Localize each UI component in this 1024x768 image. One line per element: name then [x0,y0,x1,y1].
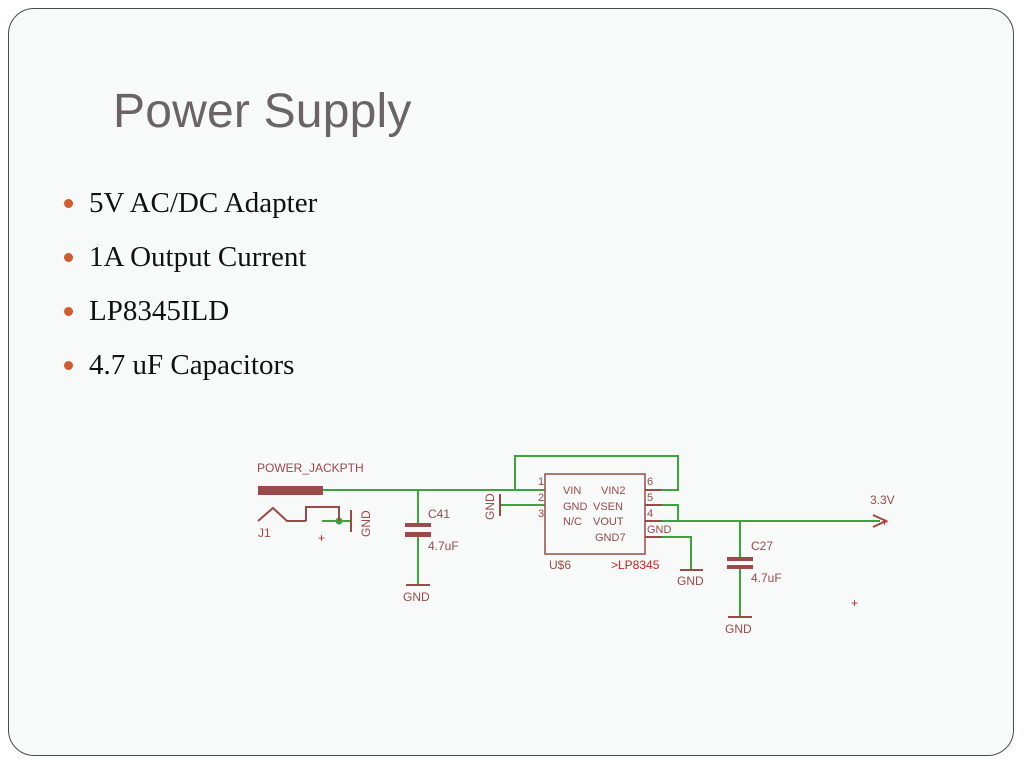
c27-name: C27 [751,539,773,553]
jack-symbol [257,506,306,522]
gnd7-wire [662,536,692,570]
ic-pin-vsen: VSEN [593,501,623,513]
ic-body [544,473,646,555]
ic-ref: U$6 [549,558,571,572]
capacitor-c27: C27 4.7uF GND [725,539,782,636]
ic-pin-nc: N/C [563,516,582,528]
ic-gnd-pin-label: GND [647,524,672,536]
c41-value: 4.7uF [428,539,459,553]
ic-value: >LP8345 [611,558,660,572]
gnd7-label: GND [677,574,704,588]
ic-gnd-label: GND [483,493,497,520]
output-label: 3.3V [870,493,895,507]
output-3v3: 3.3V + [870,493,895,529]
bullet-list: 5V AC/DC Adapter 1A Output Current LP834… [62,176,317,392]
jack-label: POWER_JACKPTH [257,461,364,475]
c41-name: C41 [428,507,450,521]
ic-pin-number: 4 [647,508,653,520]
bullet-item: 4.7 uF Capacitors [62,338,317,392]
jack-sleeve [305,506,340,521]
jack-ground-symbol: GND [350,510,373,537]
slide-title: Power Supply [113,85,412,138]
jack-plus: + [318,531,325,545]
c27-gnd-label: GND [725,622,752,636]
schematic-wires [322,455,880,617]
vin2-loop-wire [514,455,679,491]
ic-pin-number: 5 [647,492,653,504]
bullet-text: 5V AC/DC Adapter [89,187,318,219]
power-jack: POWER_JACKPTH J1 + [257,461,364,545]
output-arrow-icon [872,514,889,528]
bullet-item: 5V AC/DC Adapter [62,176,317,230]
ic-pin-vin2: VIN2 [601,485,625,497]
c41-gnd-label: GND [403,590,430,604]
jack-gnd-label: GND [359,510,373,537]
bullet-dot-icon [64,306,73,316]
ic-pin-number: 2 [538,492,544,504]
bullet-text: 1A Output Current [89,241,307,273]
ic-pin-vout: VOUT [593,516,624,528]
ic-pin-gnd: GND [563,501,588,513]
bullet-dot-icon [64,360,73,370]
bullet-text: LP8345ILD [89,295,230,327]
bullet-item: 1A Output Current [62,230,317,284]
bullet-text: 4.7 uF Capacitors [89,349,295,381]
ic-ground-symbol: GND [483,493,501,520]
capacitor-c41: C41 4.7uF GND [403,507,459,604]
gnd7-ground-symbol: GND [677,569,704,588]
stray-plus: + [851,596,858,610]
ic-pin-number: 1 [538,476,544,488]
output-plus: + [881,515,888,529]
ic-pin-gnd7: GND7 [595,532,626,544]
jack-ref: J1 [258,526,271,540]
ic-pin-number: 3 [538,508,544,520]
bullet-dot-icon [64,198,73,208]
ic-pin-number: 6 [647,476,653,488]
bullet-dot-icon [64,252,73,262]
ic-pin-vin: VIN [563,485,581,497]
jack-pin-bar [258,486,323,495]
c27-value: 4.7uF [751,571,782,585]
vsen-wire [662,504,679,521]
bullet-item: LP8345ILD [62,284,317,338]
slide-frame [8,8,1014,756]
regulator-ic: VIN GND N/C VIN2 VSEN VOUT GND7 1 2 3 6 … [538,473,672,572]
